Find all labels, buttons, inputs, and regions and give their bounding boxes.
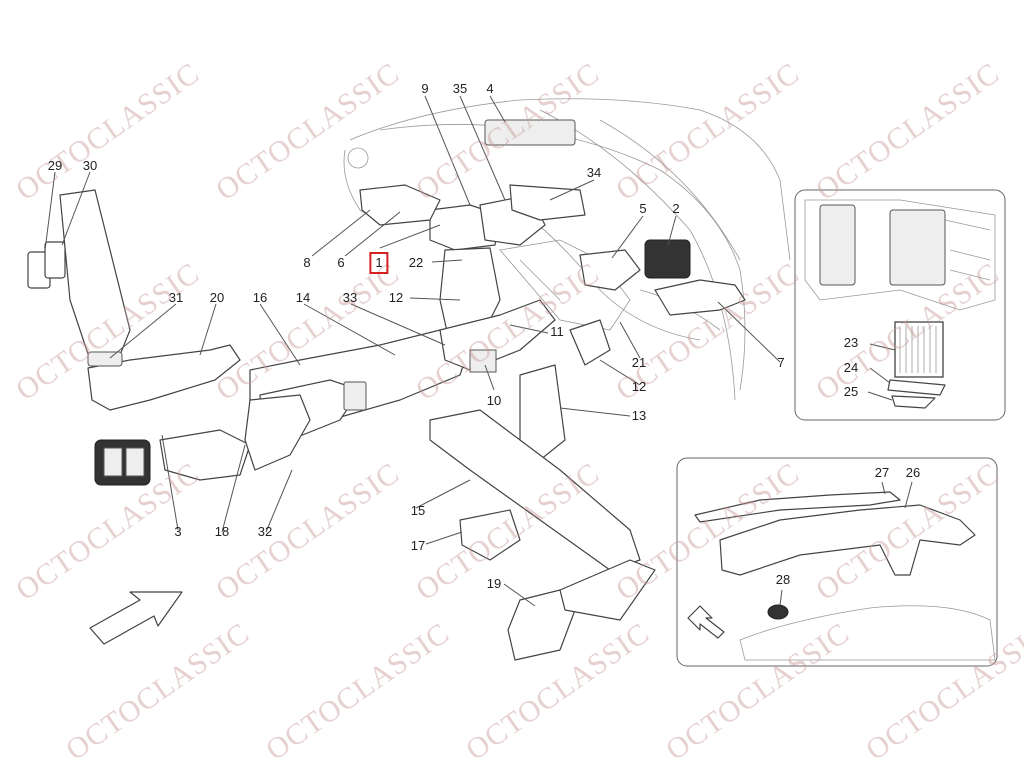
callout-1-selected[interactable]: 1 (369, 252, 389, 274)
callout-16[interactable]: 16 (252, 290, 268, 305)
part-27 (694, 491, 901, 523)
part-25 (891, 395, 936, 409)
part-5 (579, 249, 641, 291)
callout-14[interactable]: 14 (295, 290, 311, 305)
part-4 (484, 119, 576, 146)
part-34 (509, 184, 586, 221)
callout-6[interactable]: 6 (337, 255, 345, 270)
callout-35[interactable]: 35 (452, 81, 468, 96)
callout-20[interactable]: 20 (209, 290, 225, 305)
callout-2[interactable]: 2 (672, 201, 680, 216)
callout-13[interactable]: 13 (631, 408, 647, 423)
callout-8[interactable]: 8 (303, 255, 311, 270)
part-7 (654, 279, 746, 316)
callout-29[interactable]: 29 (47, 158, 63, 173)
part-31 (87, 351, 123, 367)
callout-5[interactable]: 5 (639, 201, 647, 216)
callout-21[interactable]: 21 (631, 355, 647, 370)
part-20 (87, 344, 241, 411)
rear-duct (559, 559, 656, 621)
part-32 (244, 394, 311, 471)
dashboard-outline (739, 605, 996, 661)
callout-18[interactable]: 18 (214, 524, 230, 539)
callout-32[interactable]: 32 (257, 524, 273, 539)
part-18 (159, 429, 251, 481)
callout-24[interactable]: 24 (843, 360, 859, 375)
pillar-duct (59, 189, 131, 361)
part-8 (359, 184, 441, 226)
callout-31[interactable]: 31 (168, 290, 184, 305)
callout-23[interactable]: 23 (843, 335, 859, 350)
callout-17[interactable]: 17 (410, 538, 426, 553)
callout-11[interactable]: 11 (550, 324, 564, 339)
callout-25[interactable]: 25 (843, 384, 859, 399)
diagram-drawing (27, 95, 1006, 667)
part-30 (44, 241, 66, 279)
callout-4[interactable]: 4 (486, 81, 494, 96)
inset-leaders-top (867, 343, 896, 401)
part-12 (439, 299, 556, 371)
engine-bay-outline (343, 98, 791, 401)
callout-10[interactable]: 10 (486, 393, 502, 408)
callout-22[interactable]: 22 (408, 255, 424, 270)
part-2 (644, 239, 691, 279)
part-21 (569, 319, 611, 366)
inset-leaders-bottom (779, 481, 913, 606)
part-13 (519, 364, 566, 461)
front-direction-arrow (89, 591, 183, 645)
callout-19[interactable]: 19 (486, 576, 502, 591)
callout-27[interactable]: 27 (874, 465, 890, 480)
callout-15[interactable]: 15 (410, 503, 426, 518)
part-17 (459, 509, 521, 561)
part-24 (887, 379, 946, 396)
callout-33[interactable]: 33 (342, 290, 358, 305)
callout-30[interactable]: 30 (82, 158, 98, 173)
callout-12-lower[interactable]: 12 (631, 379, 647, 394)
part-10 (469, 349, 497, 373)
part-33 (343, 381, 367, 411)
callout-26[interactable]: 26 (905, 465, 921, 480)
part-23 (894, 321, 944, 378)
part-28 (767, 604, 789, 620)
callout-34[interactable]: 34 (586, 165, 602, 180)
callout-3[interactable]: 3 (174, 524, 182, 539)
callout-12-upper[interactable]: 12 (388, 290, 404, 305)
filter-housing (804, 199, 996, 311)
filter-pleats (899, 326, 937, 373)
leader-lines (44, 95, 781, 607)
vent-right (125, 447, 145, 477)
part-26 (719, 504, 976, 576)
callout-28[interactable]: 28 (775, 572, 791, 587)
vent-left (103, 447, 123, 477)
inset-direction-arrow (687, 605, 725, 639)
parts-diagram: OCTOCLASSIC OCTOCLASSIC OCTOCLASSIC OCTO… (10, 56, 1024, 767)
callout-9[interactable]: 9 (421, 81, 429, 96)
callout-7[interactable]: 7 (777, 355, 785, 370)
